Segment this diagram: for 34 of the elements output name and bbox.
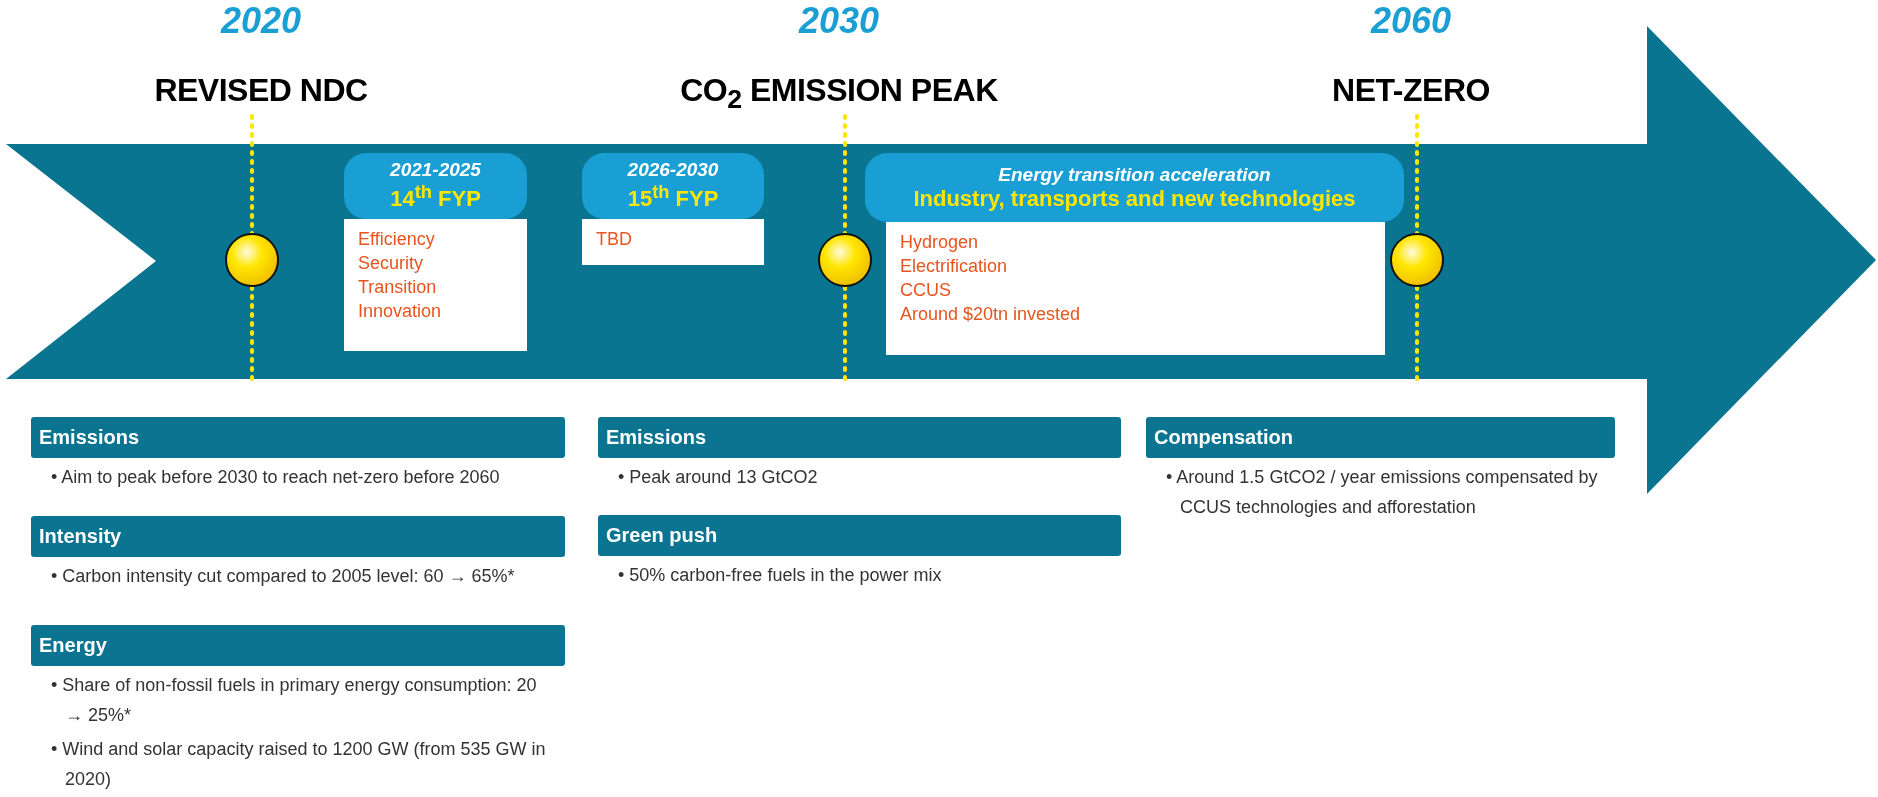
- plan-title: 14$^{th}$ FYP: [390, 181, 481, 213]
- bullet-text: • Wind and solar capacity raised to 1200 GW (from 535 GW in 2020): [50, 738, 547, 791]
- period-text: 2026-2030: [627, 159, 719, 182]
- year-label: 2030: [798, 0, 880, 42]
- plan-title: 15$^{th}$ FYP: [627, 181, 719, 213]
- list-item: Efficiency: [358, 228, 435, 251]
- list-item: CCUS: [900, 279, 951, 302]
- section-header: Emissions: [598, 417, 1121, 458]
- bullet-text: • Around 1.5 GtCO2 / year emissions compensated by CCUS technologies and afforestation: [1165, 466, 1599, 519]
- milestone-heading: NET-ZERO: [1332, 72, 1490, 109]
- list-item: Security: [358, 252, 424, 275]
- section-header: Intensity: [31, 516, 565, 557]
- milestone-heading: REVISED NDC: [154, 72, 368, 109]
- section-header: Compensation: [1146, 417, 1615, 458]
- bullet-text: • Peak around 13 GtCO2: [617, 466, 819, 489]
- period-text: Energy transition acceleration: [998, 163, 1271, 186]
- list-item: Innovation: [358, 300, 442, 323]
- section-header: Energy: [31, 625, 565, 666]
- list-item: Electrification: [900, 255, 1008, 278]
- plan-title: Industry, transports and new technologies: [913, 185, 1356, 212]
- year-label: 2020: [220, 0, 302, 42]
- bullet-text: • Aim to peak before 2030 to reach net-zero before 2060: [50, 466, 501, 489]
- milestone-heading: CO$_{2}$ EMISSION PEAK: [680, 72, 998, 116]
- list-item: Around $20tn invested: [900, 303, 1081, 326]
- section-header: Emissions: [31, 417, 565, 458]
- period-text: 2021-2025: [390, 159, 481, 182]
- section-header: Green push: [598, 515, 1121, 556]
- list-item: TBD: [596, 228, 632, 251]
- list-item: Hydrogen: [900, 231, 979, 254]
- bullet-text: • 50% carbon-free fuels in the power mix: [617, 564, 943, 587]
- list-item: Transition: [358, 276, 437, 299]
- bullet-text: • Share of non-fossil fuels in primary energy consumption: 20 → 25%*: [50, 674, 538, 727]
- year-label: 2060: [1370, 0, 1452, 42]
- bullet-text: • Carbon intensity cut compared to 2005 level: 60 → 65%*: [50, 565, 516, 588]
